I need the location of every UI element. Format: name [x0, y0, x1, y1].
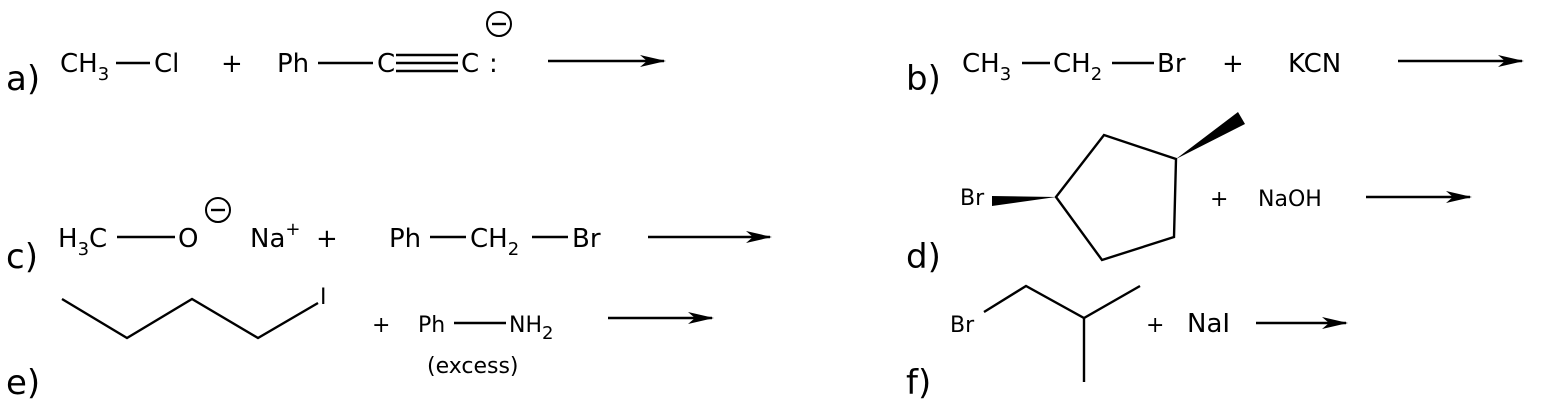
- negative-charge-circle: [205, 197, 231, 223]
- methyl-carbon: H3C: [58, 224, 107, 260]
- reaction-label-f: f): [906, 363, 931, 403]
- reagent-nai: NaI: [1187, 309, 1230, 339]
- excess-note: (excess): [427, 354, 519, 379]
- plus-sign: +: [372, 313, 390, 338]
- plus-sign: +: [221, 49, 243, 79]
- reaction-label-d: d): [906, 237, 941, 277]
- wedge-bond-methyl: [1176, 112, 1245, 159]
- methylene-group: CH2: [1053, 49, 1102, 85]
- bromine: Br: [960, 186, 985, 211]
- reaction-label-b: b): [906, 59, 941, 99]
- reaction-label-c: c): [6, 237, 38, 277]
- phenyl: Ph: [418, 313, 445, 338]
- reaction-b: b) CH3 CH2 Br + KCN: [906, 49, 1524, 99]
- bromine: Br: [950, 313, 975, 338]
- reagent-naoh: NaOH: [1258, 187, 1322, 212]
- reaction-e: e) I + Ph NH2 (excess): [6, 285, 714, 403]
- iodine: I: [320, 285, 327, 310]
- alkyne-carbon-1: C: [377, 49, 395, 79]
- sodium-cation: Na+: [250, 219, 300, 254]
- butyl-chain: [61, 297, 319, 340]
- bromine: Br: [572, 224, 601, 254]
- lone-pair: :: [489, 49, 498, 79]
- phenyl: Ph: [277, 49, 309, 79]
- methylene-group: CH2: [470, 224, 519, 260]
- negative-charge-circle: [486, 11, 512, 37]
- reaction-c: c) H3C O Na+ + Ph CH2 Br: [6, 197, 772, 277]
- bromine: Br: [1157, 49, 1186, 79]
- reaction-label-a: a): [6, 59, 40, 99]
- chlorine: Cl: [154, 49, 179, 79]
- plus-sign: +: [1210, 187, 1228, 212]
- methyl-group: CH3: [962, 49, 1011, 85]
- reaction-label-e: e): [6, 363, 40, 403]
- reaction-d: d) Br + NaOH: [906, 112, 1472, 277]
- plus-sign: +: [1146, 313, 1164, 338]
- phenyl: Ph: [389, 224, 421, 254]
- alkyne-carbon-2: C: [461, 49, 479, 79]
- isobutyl-chain: [983, 284, 1141, 320]
- plus-sign: +: [316, 224, 338, 254]
- cyclopentane-ring: [1054, 133, 1178, 262]
- reaction-f: f) Br + NaI: [906, 284, 1348, 403]
- oxygen: O: [178, 224, 198, 254]
- reaction-a: a) CH3 Cl + Ph C C :: [6, 11, 666, 99]
- wedge-bond-br: [992, 196, 1056, 206]
- methyl-group: CH3: [60, 49, 109, 85]
- amino-group: NH2: [509, 313, 553, 344]
- reagent-kcn: KCN: [1288, 49, 1341, 79]
- plus-sign: +: [1222, 49, 1244, 79]
